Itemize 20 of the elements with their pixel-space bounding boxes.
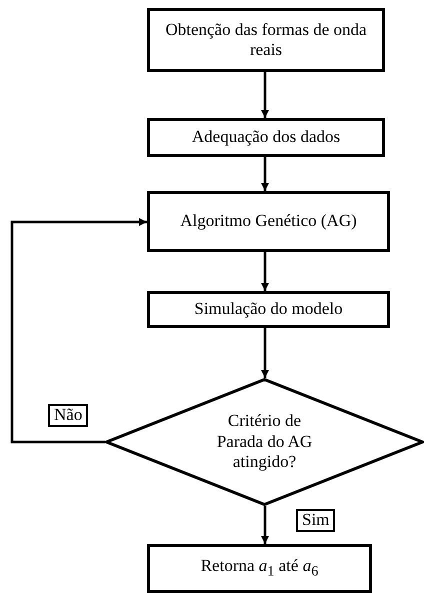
decision-diamond: [105, 378, 424, 506]
arrow: [261, 252, 269, 291]
process-box: [147, 191, 390, 252]
node-text: Retorna a$_{1}$ até a$_{6}$: [200, 556, 318, 581]
process-box: [147, 544, 372, 593]
arrow: [261, 506, 269, 544]
node-text: Adequação dos dados: [192, 127, 340, 148]
process-box: [147, 8, 385, 72]
node-text: Obtenção das formas de onda reais: [164, 20, 368, 60]
process-box: [147, 118, 385, 157]
arrow: [261, 72, 269, 118]
process-box: [147, 291, 390, 328]
edge-label: Sim: [296, 509, 336, 532]
arrow: [261, 328, 269, 378]
arrow: [261, 157, 269, 191]
arrow: [10, 218, 147, 444]
node-text: Algoritmo Genético (AG): [180, 211, 357, 232]
node-text: Simulação do modelo: [194, 299, 343, 320]
node-text: Critério de Parada do AG atingido?: [216, 411, 314, 473]
edge-label: Não: [48, 404, 88, 427]
